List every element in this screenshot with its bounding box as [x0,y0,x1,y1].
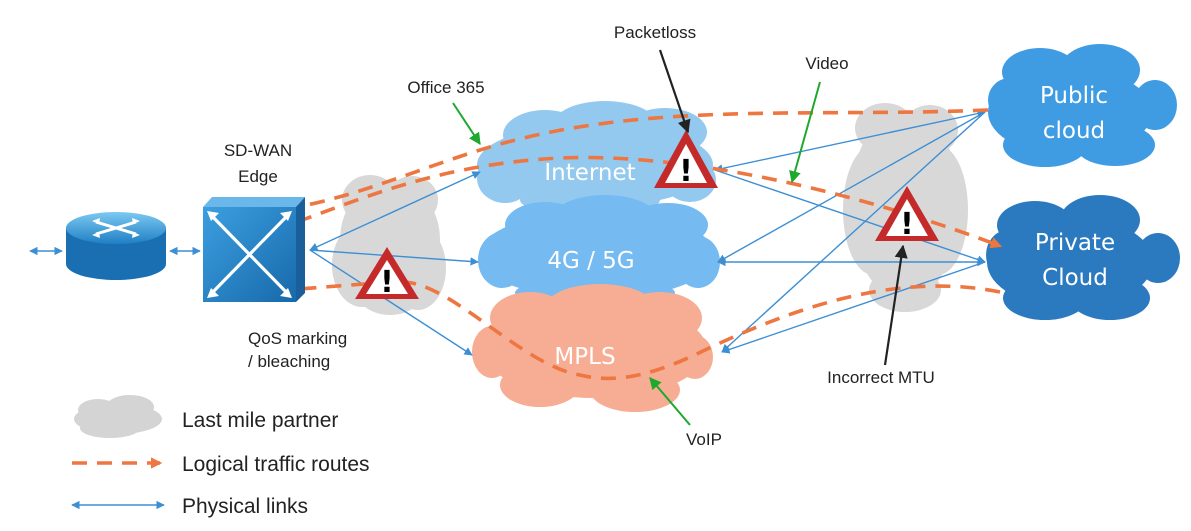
callout-video: Video [805,54,848,73]
physical-link [714,169,986,264]
public-cloud-label-2: cloud [1043,118,1105,144]
warning-icon-packetloss: ! [654,130,718,189]
public-cloud-label-1: Public [1040,83,1108,109]
physical-link [309,249,473,356]
private-cloud-label-2: Cloud [1042,265,1108,291]
route-video [249,155,1003,249]
callout-arrow-mtu [883,244,908,366]
private-cloud-label-1: Private [1035,230,1115,256]
legend-cloud-icon [74,395,162,438]
warning-icon-mtu: ! [875,186,939,242]
legend-physical-label: Physical links [182,495,308,518]
public-cloud [988,44,1177,167]
callout-packetloss: Packetloss [614,23,696,42]
physical-link [717,111,986,263]
mpls-label: MPLS [554,344,615,370]
legend-logical-label: Logical traffic routes [182,453,370,476]
sdwan-switch-icon [203,197,305,302]
callout-arrow-video [789,81,821,184]
sdwan-label-2: Edge [238,167,278,186]
callout-arrow-office365 [452,102,481,146]
physical-link [721,111,986,353]
legend: Last mile partner Logical traffic routes… [71,395,370,518]
sdwan-label-1: SD-WAN [224,141,292,160]
callout-voip: VoIP [686,430,722,449]
svg-text:!: ! [679,154,693,189]
svg-text:!: ! [900,207,914,242]
callout-arrow-packetloss [658,49,691,134]
callout-office365: Office 365 [407,78,484,97]
physical-link [714,109,986,173]
physical-link [721,261,986,354]
callout-incorrect-mtu: Incorrect MTU [827,368,935,387]
cellular-cloud [478,195,720,309]
physical-link [309,171,481,251]
router-icon [66,212,166,280]
cellular-label: 4G / 5G [547,248,634,274]
private-cloud [986,195,1180,320]
physical-link [309,249,479,266]
internet-label: Internet [544,160,635,186]
physical-links [29,109,986,356]
svg-text:!: ! [380,265,394,300]
callout-qos-1: QoS marking [248,329,347,348]
callout-qos-2: / bleaching [248,352,330,371]
route-office365 [247,108,989,219]
warning-icon-qos: ! [355,247,419,300]
callout-arrow-voip [649,377,691,426]
legend-last-mile-label: Last mile partner [182,409,338,432]
mpls-cloud [472,284,713,412]
